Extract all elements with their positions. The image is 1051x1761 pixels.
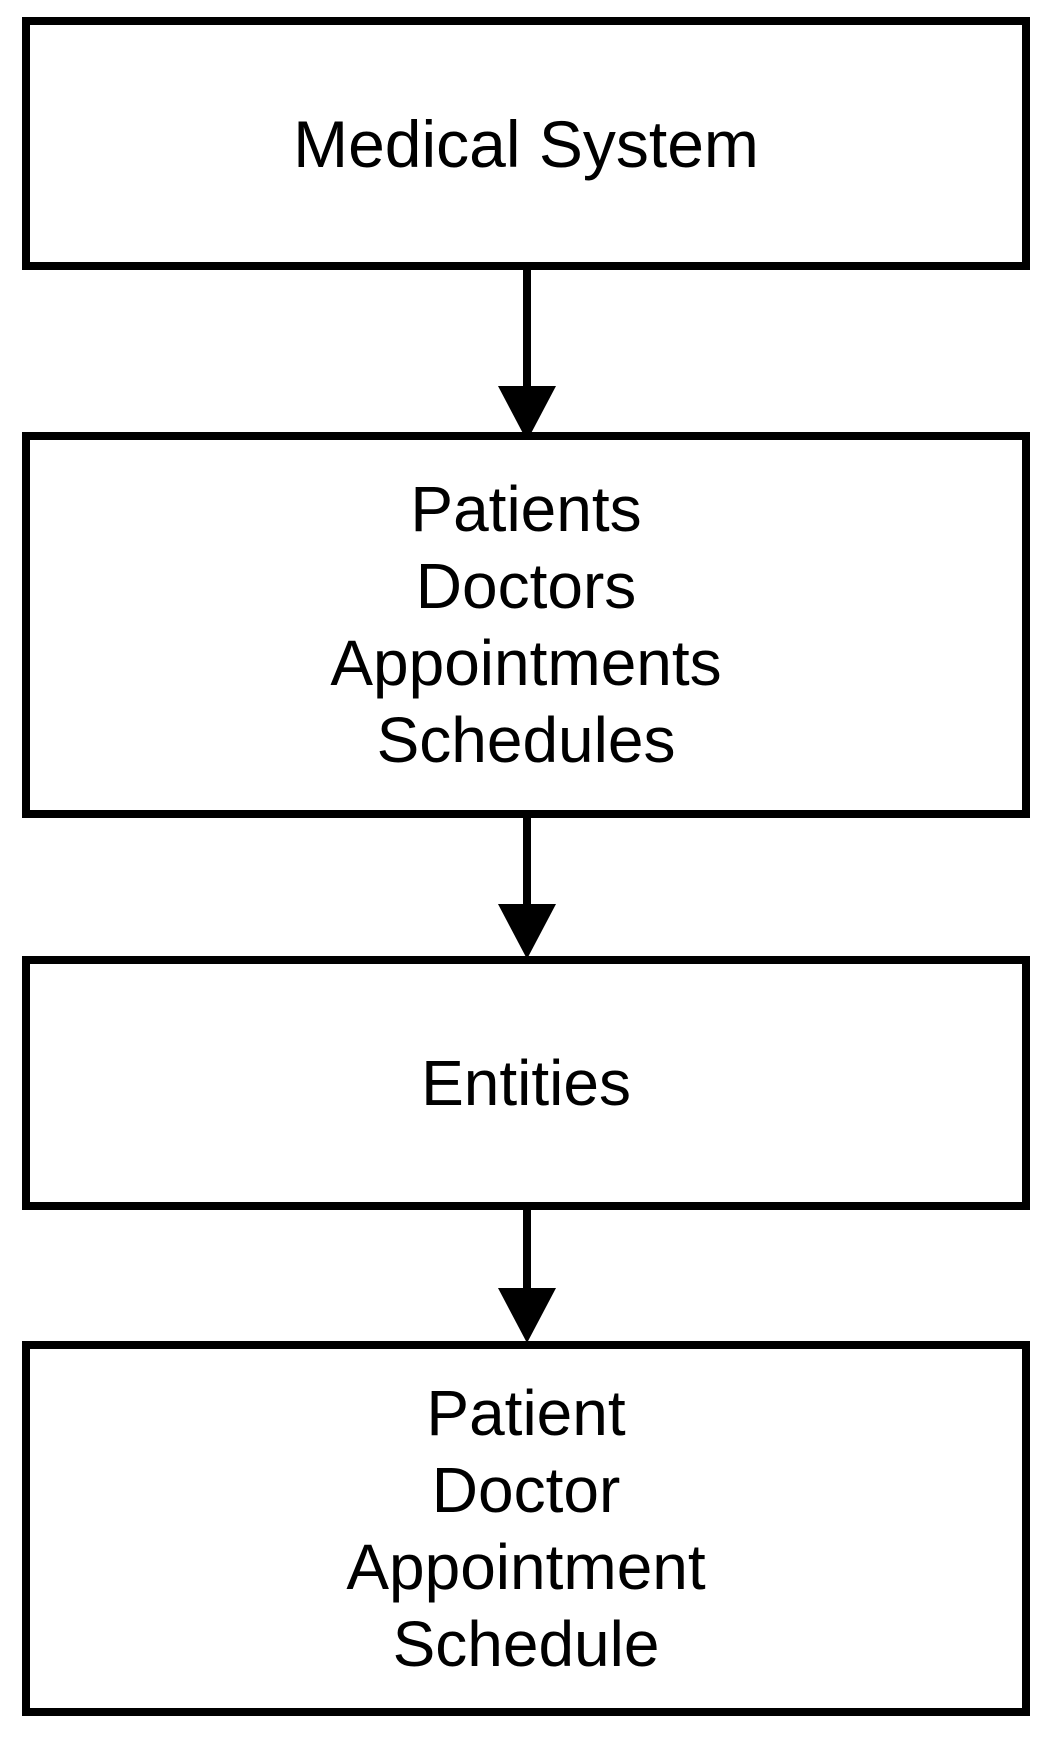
arrow-down-icon: [498, 386, 556, 441]
box-plural-entities-line-patients: Patients: [410, 473, 642, 545]
arrow-stem: [523, 268, 531, 392]
box-singular-entities: Patient Doctor Appointment Schedule: [22, 1341, 1030, 1716]
box-singular-entities-line-appointment: Appointment: [346, 1530, 706, 1603]
arrow-stem: [523, 1204, 531, 1292]
box-entities: Entities: [22, 956, 1030, 1210]
arrow-stem: [523, 812, 531, 908]
box-plural-entities-line-doctors: Doctors: [415, 550, 637, 622]
box-singular-entities-line-doctor: Doctor: [431, 1453, 621, 1526]
box-singular-entities-line-schedule: Schedule: [392, 1607, 660, 1680]
box-entities-label: Entities: [421, 1046, 631, 1119]
arrow-down-icon: [498, 904, 556, 959]
box-medical-system: Medical System: [22, 17, 1030, 270]
box-plural-entities-line-appointments: Appointments: [330, 627, 722, 699]
box-medical-system-label: Medical System: [293, 106, 759, 181]
arrow-down-icon: [498, 1288, 556, 1343]
box-singular-entities-line-patient: Patient: [426, 1376, 626, 1449]
box-plural-entities: Patients Doctors Appointments Schedules: [22, 432, 1030, 818]
box-plural-entities-line-schedules: Schedules: [376, 704, 676, 776]
